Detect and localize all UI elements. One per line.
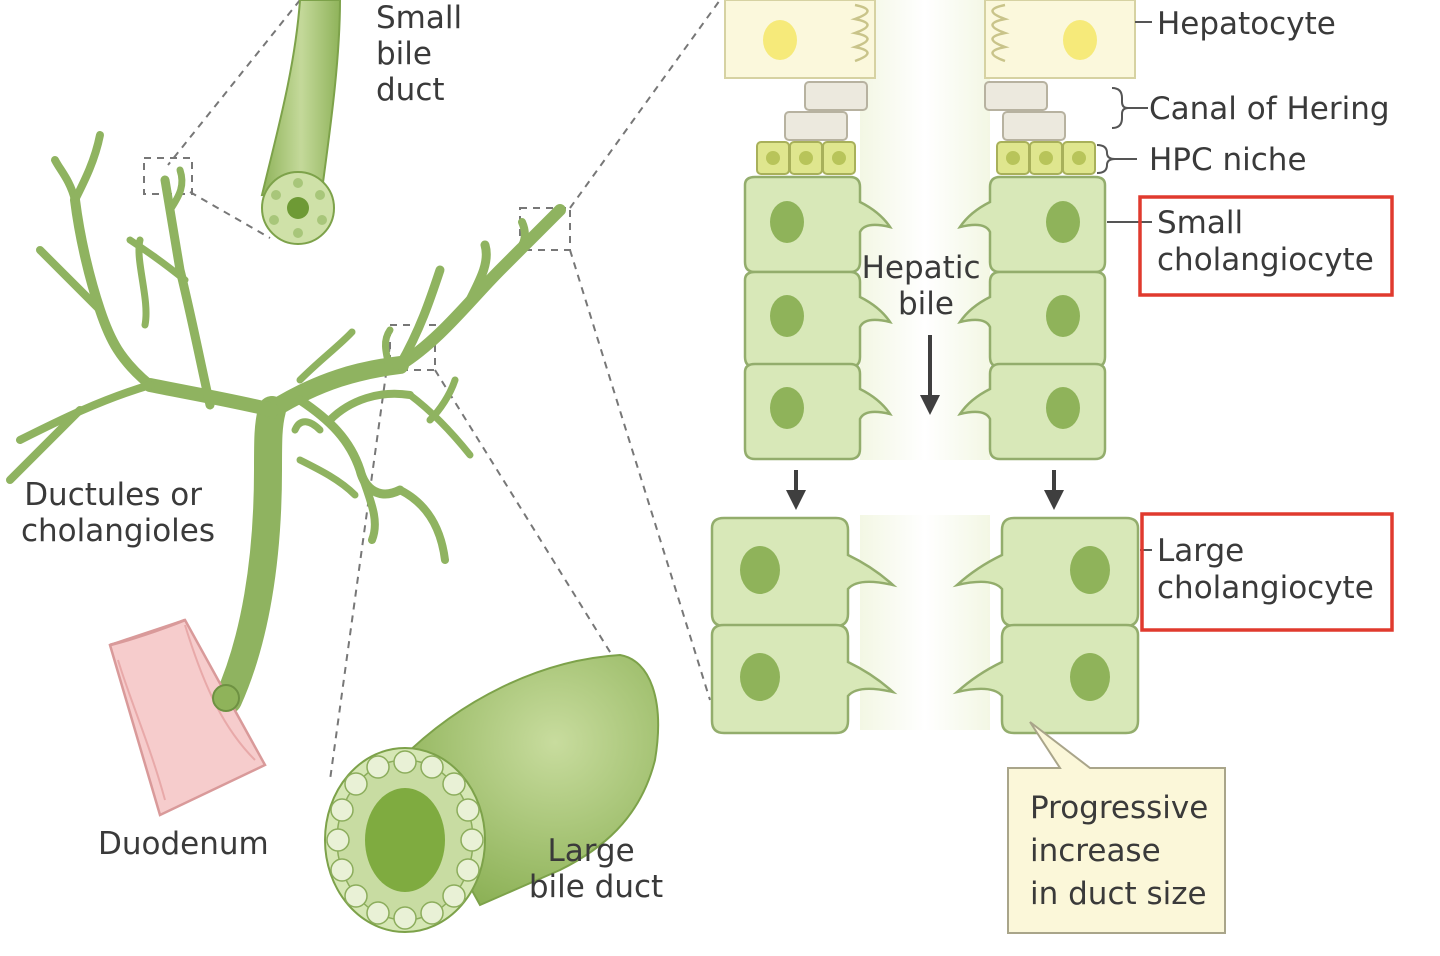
hepatocytes [724, 0, 1136, 79]
large-cholangiocyte-label: Large cholangiocyte [1157, 533, 1374, 606]
large-cholangiocytes [710, 516, 1140, 735]
small-cholangiocyte-label: Small cholangiocyte [1157, 205, 1374, 278]
flow-arrows [786, 335, 1064, 510]
biliary-tree [6, 131, 566, 714]
canal-of-hering-cells [784, 81, 1066, 141]
small-cholangiocyte-highlight [1138, 195, 1394, 297]
small-bile-duct-label: Small bile duct [376, 0, 472, 108]
duodenum-illustration [108, 618, 267, 817]
small-cholangiocytes [743, 175, 1107, 461]
large-bile-duct-label: Large bile duct [529, 833, 663, 905]
leader-lines [1096, 21, 1152, 551]
duodenum-label: Duodenum [98, 826, 269, 862]
large-cholangiocyte-highlight [1140, 512, 1394, 632]
large-bile-duct-illustration [324, 653, 659, 933]
small-bile-duct-illustration [260, 0, 342, 245]
hpc-niche-label: HPC niche [1149, 142, 1307, 178]
progressive-label: Progressive increase in duct size [1030, 790, 1218, 912]
zoom-lines [143, 0, 721, 781]
hepatic-bile-label: Hepatic bile [862, 250, 991, 322]
canal-of-hering-label: Canal of Hering [1149, 91, 1390, 127]
hpc-niche-cells [756, 141, 1096, 175]
hepatocyte-label: Hepatocyte [1157, 6, 1336, 42]
ductules-label: Ductules or cholangioles [21, 477, 215, 549]
large-duct-epithelium [326, 750, 484, 930]
duct-epithelium-panel [710, 0, 1394, 934]
progressive-callout [1007, 721, 1226, 934]
